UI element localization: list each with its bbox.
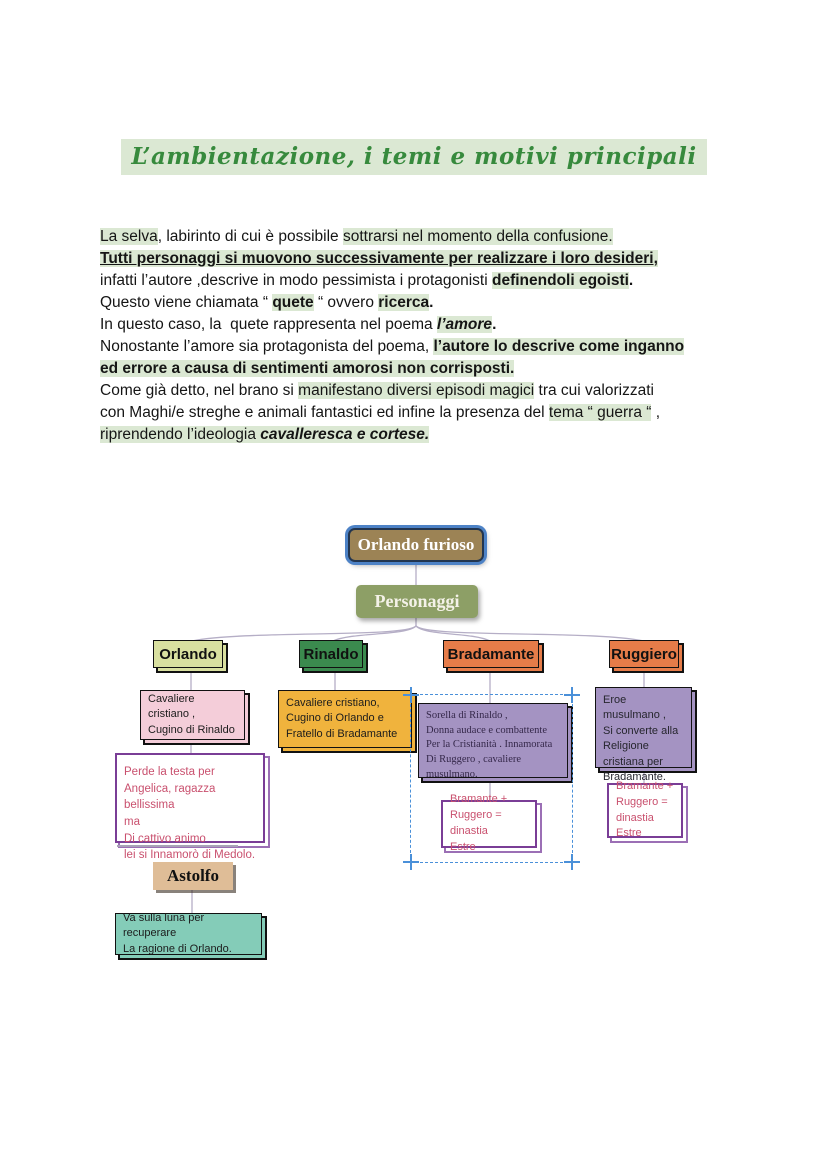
orlando-desc-text: Cavaliere cristiano , Cugino di Rinaldo bbox=[148, 692, 235, 736]
paragraph-line: infatti l’autore ,descrive in modo pessi… bbox=[100, 270, 748, 292]
text-segment: Nonostante l’amore sia protagonista del … bbox=[100, 338, 434, 355]
paragraph-line: con Maghi/e streghe e animali fantastici… bbox=[100, 402, 748, 424]
text-segment: Tutti personaggi si muovono successivame… bbox=[100, 250, 658, 267]
paragraph-line: Questo viene chiamata “ quete “ ovvero r… bbox=[100, 292, 748, 314]
text-segment: sottrarsi nel momento della confusione. bbox=[342, 228, 613, 245]
selection-handle[interactable] bbox=[564, 687, 580, 703]
paragraph-line: ed errore a causa di sentimenti amorosi … bbox=[100, 358, 748, 380]
node-ruggiero-note[interactable]: Bramante + Ruggero = dinastia Estre bbox=[607, 780, 683, 839]
node-astolfo-header[interactable]: Astolfo bbox=[153, 862, 233, 890]
bradamante-desc-text: Sorella di Rinaldo , Donna audace e comb… bbox=[426, 710, 553, 780]
text-segment: manifestano diversi episodi magici bbox=[298, 382, 535, 399]
selection-handle[interactable] bbox=[403, 687, 419, 703]
text-segment: ricerca bbox=[378, 294, 430, 311]
text-segment: l’amore bbox=[436, 316, 493, 333]
node-rinaldo-desc[interactable]: Cavaliere cristiano, Cugino di Orlando e… bbox=[278, 690, 412, 748]
title-row: L’ambientazione, i temi e motivi princip… bbox=[0, 139, 828, 175]
paragraph-line: Nonostante l’amore sia protagonista del … bbox=[100, 336, 748, 358]
text-segment: ed errore a causa di sentimenti amorosi … bbox=[100, 360, 515, 377]
node-personaggi[interactable]: Personaggi bbox=[356, 585, 478, 618]
selection-handle[interactable] bbox=[403, 854, 419, 870]
node-bradamante-header[interactable]: Bradamante bbox=[443, 640, 539, 668]
paragraph-line: Come già detto, nel brano si manifestano… bbox=[100, 380, 748, 402]
text-segment: , labirinto di cui è possibile bbox=[157, 228, 343, 245]
text-segment: con Maghi/e streghe e animali fantastici… bbox=[100, 404, 549, 421]
selection-handle[interactable] bbox=[564, 854, 580, 870]
text-segment: , bbox=[651, 404, 661, 421]
text-segment: “ ovvero bbox=[313, 294, 379, 311]
paragraph-line: In questo caso, la quete rappresenta nel… bbox=[100, 314, 748, 336]
text-segment: . bbox=[628, 272, 634, 289]
node-orlando-desc[interactable]: Cavaliere cristiano , Cugino di Rinaldo bbox=[140, 690, 245, 740]
page-title: L’ambientazione, i temi e motivi princip… bbox=[121, 139, 707, 175]
text-segment: cavalleresca e cortese. bbox=[260, 426, 430, 443]
text-segment: In questo caso, la quete rappresenta nel… bbox=[100, 316, 437, 333]
ruggiero-desc-text: Eroe musulmano , Si converte alla Religi… bbox=[603, 694, 679, 783]
node-bradamante-desc[interactable]: Sorella di Rinaldo , Donna audace e comb… bbox=[418, 703, 568, 780]
paragraph: La selva, labirinto di cui è possibile s… bbox=[100, 226, 748, 446]
text-segment: tema “ guerra “ bbox=[548, 404, 652, 421]
paragraph-line: riprendendo l’ideologia cavalleresca e c… bbox=[100, 424, 748, 446]
text-segment: Come già detto, nel brano si bbox=[100, 382, 299, 399]
text-segment: Questo viene chiamata “ bbox=[100, 294, 273, 311]
text-segment: quete bbox=[272, 294, 314, 311]
text-segment: definendoli egoisti bbox=[492, 272, 629, 289]
node-ruggiero-desc[interactable]: Eroe musulmano , Si converte alla Religi… bbox=[595, 687, 692, 783]
text-segment: l’autore lo descrive come inganno bbox=[433, 338, 685, 355]
paragraph-line: La selva, labirinto di cui è possibile s… bbox=[100, 226, 748, 248]
node-rinaldo-header[interactable]: Rinaldo bbox=[299, 640, 363, 668]
paragraph-line: Tutti personaggi si muovono successivame… bbox=[100, 248, 748, 270]
astolfo-desc-text: Va sulla luna per recuperare La ragione … bbox=[123, 911, 232, 955]
text-segment: tra cui valorizzati bbox=[534, 382, 654, 399]
bradamante-note-text: Bramante + Ruggero = dinastia Estre bbox=[450, 793, 508, 853]
text-segment: . bbox=[492, 316, 497, 333]
text-segment: . bbox=[429, 294, 434, 311]
text-segment: La selva bbox=[100, 228, 158, 245]
node-bradamante-note[interactable]: Bramante + Ruggero = dinastia Estre bbox=[441, 793, 537, 853]
text-segment: infatti l’autore ,descrive in modo pessi… bbox=[100, 272, 492, 289]
node-orlando-header[interactable]: Orlando bbox=[153, 640, 223, 668]
section-divider-line bbox=[117, 845, 238, 847]
node-ruggiero-header[interactable]: Ruggiero bbox=[609, 640, 679, 668]
text-segment: riprendendo l’ideologia bbox=[100, 426, 261, 443]
node-astolfo-desc[interactable]: Va sulla luna per recuperare La ragione … bbox=[115, 911, 262, 955]
node-orlando-furioso[interactable]: Orlando furioso bbox=[348, 528, 484, 562]
node-orlando-note[interactable]: Perde la testa per Angelica, ragazza bel… bbox=[115, 753, 265, 861]
rinaldo-desc-text: Cavaliere cristiano, Cugino di Orlando e… bbox=[286, 696, 398, 740]
ruggiero-note-text: Bramante + Ruggero = dinastia Estre bbox=[616, 779, 674, 840]
selection-rect[interactable] bbox=[403, 687, 580, 870]
orlando-note-text: Perde la testa per Angelica, ragazza bel… bbox=[124, 766, 256, 862]
